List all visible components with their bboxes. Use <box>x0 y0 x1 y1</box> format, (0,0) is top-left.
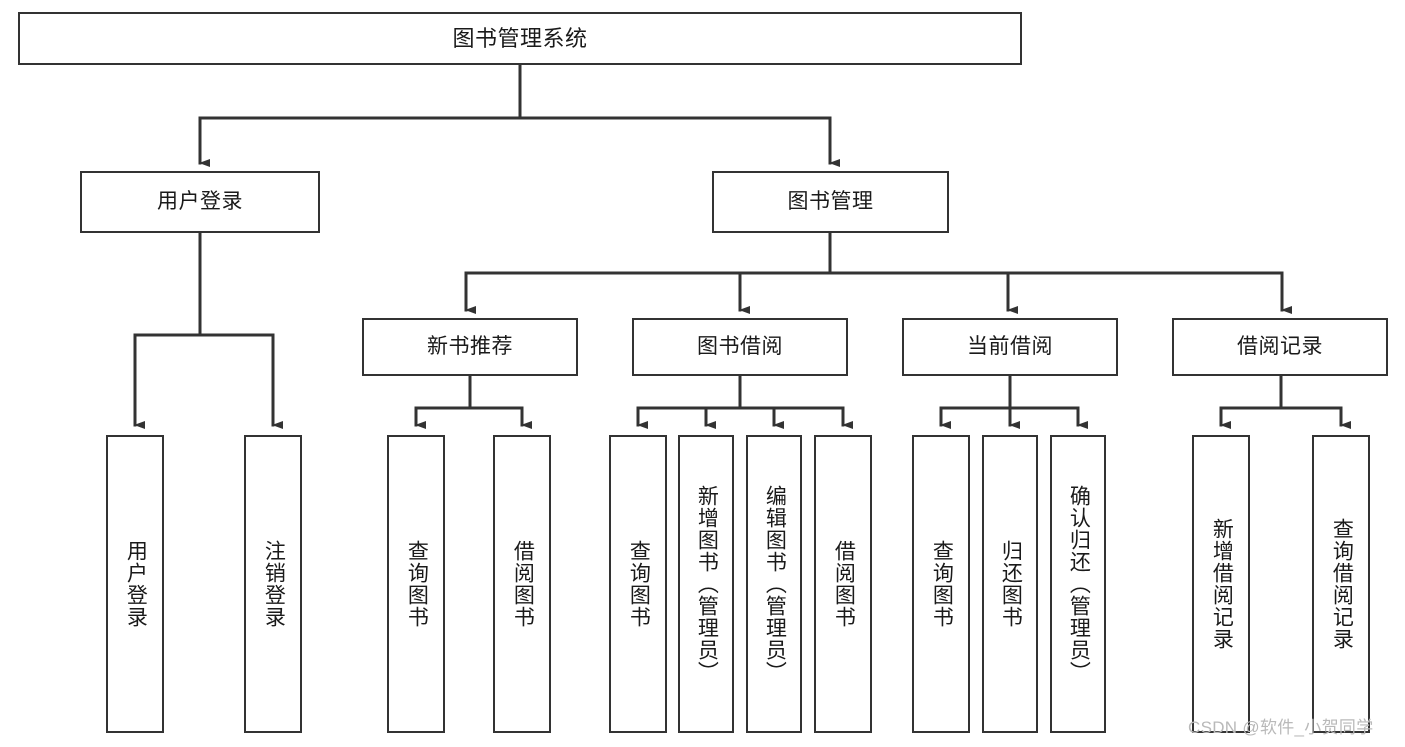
node-root-book-management-system[interactable]: 图书管理系统 <box>18 12 1022 65</box>
leaf-new-book-query-book[interactable]: 查询图书 <box>387 435 445 733</box>
leaf-borrow-edit-book-admin[interactable]: 编辑图书（管理员） <box>746 435 802 733</box>
node-borrowing-record[interactable]: 借阅记录 <box>1172 318 1388 376</box>
leaf-current-return-book[interactable]: 归还图书 <box>982 435 1038 733</box>
leaf-new-book-borrow-book[interactable]: 借阅图书 <box>493 435 551 733</box>
node-new-book-recommendation[interactable]: 新书推荐 <box>362 318 578 376</box>
csdn-watermark: CSDN @软件_小贺同学 <box>1188 718 1374 737</box>
leaf-record-add-borrow-record[interactable]: 新增借阅记录 <box>1192 435 1250 733</box>
node-book-management[interactable]: 图书管理 <box>712 171 949 233</box>
leaf-record-query-borrow-record[interactable]: 查询借阅记录 <box>1312 435 1370 733</box>
leaf-borrow-add-book-admin[interactable]: 新增图书（管理员） <box>678 435 734 733</box>
leaf-current-query-book[interactable]: 查询图书 <box>912 435 970 733</box>
leaf-borrow-query-book[interactable]: 查询图书 <box>609 435 667 733</box>
leaf-user-login-login[interactable]: 用户登录 <box>106 435 164 733</box>
leaf-user-login-logout[interactable]: 注销登录 <box>244 435 302 733</box>
node-user-login[interactable]: 用户登录 <box>80 171 320 233</box>
node-book-borrowing[interactable]: 图书借阅 <box>632 318 848 376</box>
node-current-borrowing[interactable]: 当前借阅 <box>902 318 1118 376</box>
leaf-current-confirm-return-admin[interactable]: 确认归还（管理员） <box>1050 435 1106 733</box>
leaf-borrow-borrow-book[interactable]: 借阅图书 <box>814 435 872 733</box>
